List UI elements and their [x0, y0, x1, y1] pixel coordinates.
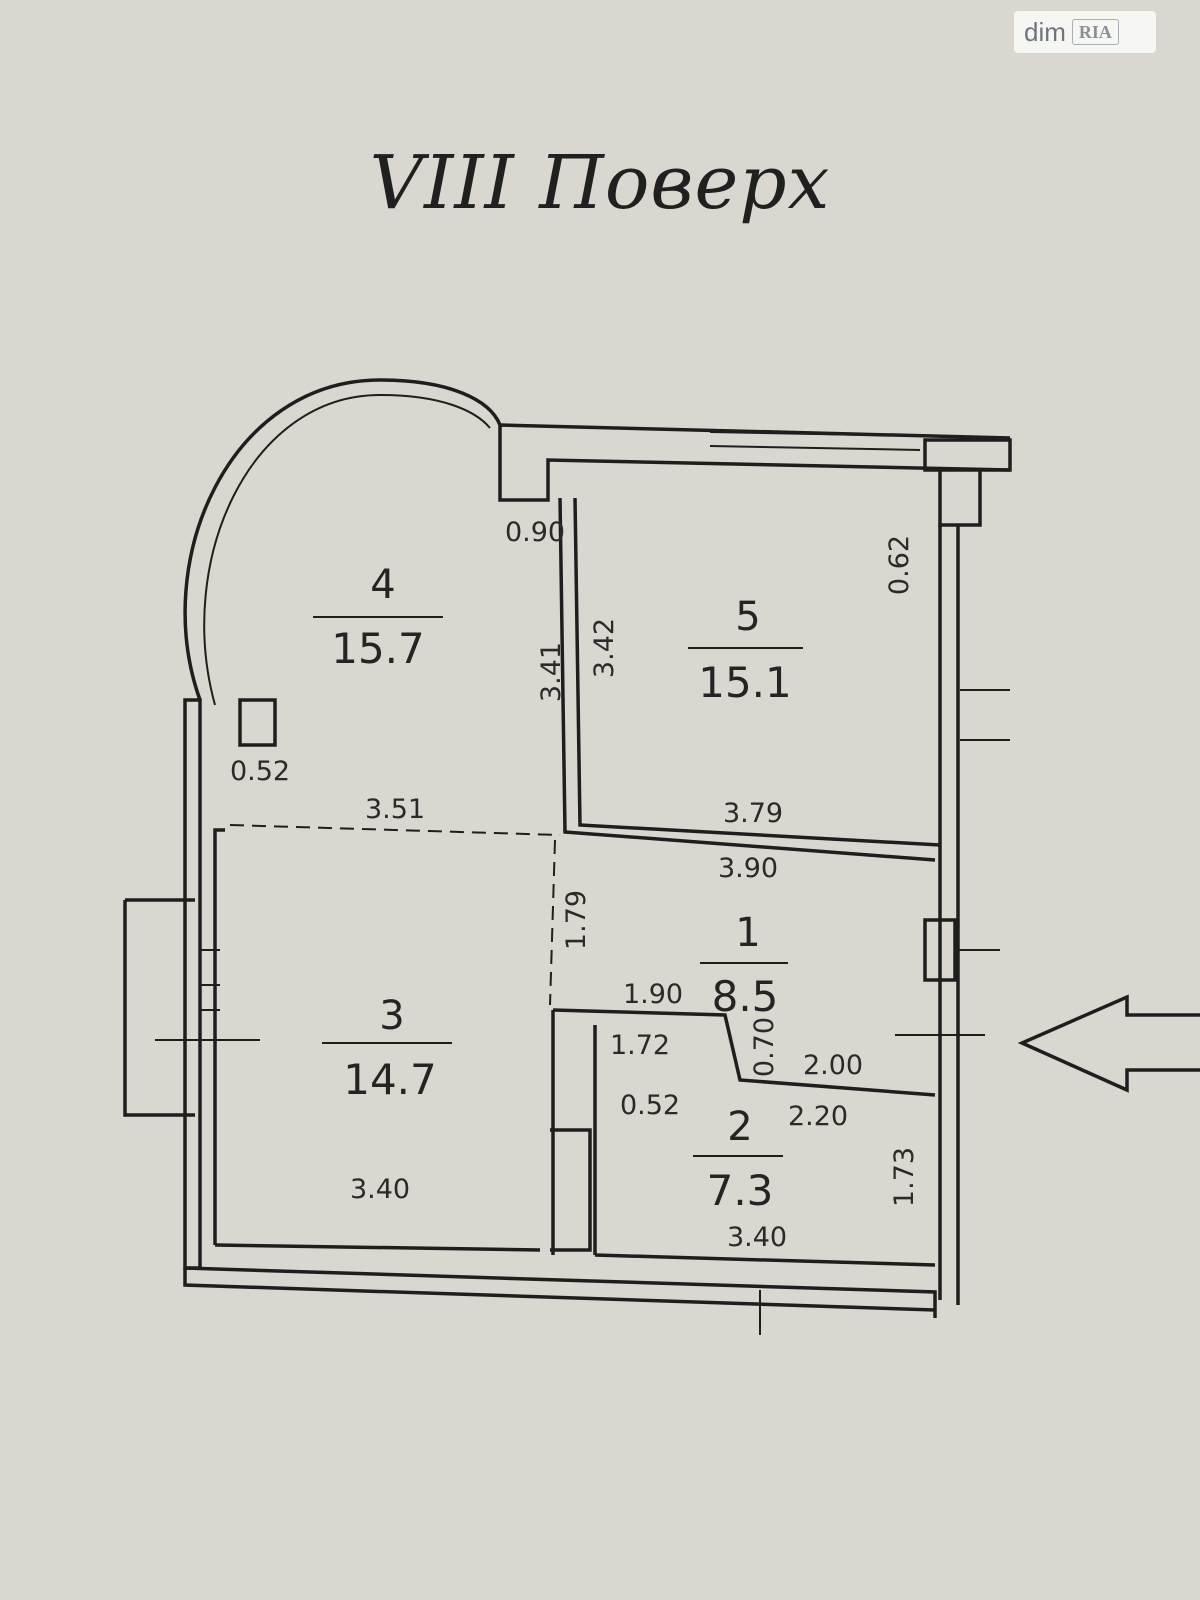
room-number: 4 [370, 562, 395, 608]
watermark-logo: dim RIA [1014, 11, 1156, 53]
dimension-labels: 0.90 0.62 3.41 3.42 0.52 3.51 3.79 3.90 … [230, 517, 920, 1253]
bay-window-arc [183, 378, 502, 701]
dimension-label: 2.20 [788, 1101, 848, 1132]
room-number: 1 [735, 910, 760, 956]
dimension-label: 1.73 [889, 1147, 920, 1207]
room-area: 15.7 [331, 624, 425, 673]
dimension-label: 3.40 [350, 1174, 410, 1205]
dimension-label: 3.90 [718, 853, 778, 884]
floor-title: VIII Поверх [369, 140, 831, 226]
dimension-label: 3.40 [727, 1222, 787, 1253]
dimension-label: 2.00 [803, 1050, 863, 1081]
entrance-arrow [1017, 994, 1200, 1093]
dimension-label: 1.90 [623, 979, 683, 1010]
outer-wall [183, 698, 202, 1270]
watermark-badge: RIA [1071, 19, 1119, 45]
dimension-label: 0.70 [749, 1017, 780, 1077]
room-area: 15.1 [698, 658, 792, 707]
room-3-label: 3 14.7 [322, 993, 452, 1104]
room-5-label: 5 15.1 [688, 594, 803, 707]
walls [123, 378, 1012, 1335]
balcony-block [123, 898, 195, 1117]
dimension-label: 0.62 [884, 535, 915, 595]
room-number: 2 [727, 1104, 752, 1150]
room-area: 8.5 [712, 972, 779, 1021]
dimension-label: 3.51 [365, 794, 425, 825]
room-labels: 4 15.7 5 15.1 1 8.5 3 14.7 2 7.3 [313, 562, 803, 1215]
room-number: 5 [735, 594, 760, 640]
room-1-label: 1 8.5 [700, 910, 788, 1021]
dimension-label: 1.72 [610, 1030, 670, 1061]
dimension-label: 0.90 [505, 517, 565, 548]
room-2-label: 2 7.3 [693, 1104, 783, 1215]
watermark-brand: dim [1024, 16, 1066, 47]
dimension-label: 3.42 [589, 618, 620, 678]
dimension-label: 1.79 [561, 890, 592, 950]
dimension-label: 3.79 [723, 798, 783, 829]
room-area: 7.3 [707, 1166, 774, 1215]
dimension-label: 0.52 [620, 1090, 680, 1121]
room-4-label: 4 15.7 [313, 562, 443, 673]
room-area: 14.7 [343, 1055, 437, 1104]
dimension-label: 3.41 [536, 642, 567, 702]
room-number: 3 [379, 993, 404, 1039]
dimension-label: 0.52 [230, 756, 290, 787]
